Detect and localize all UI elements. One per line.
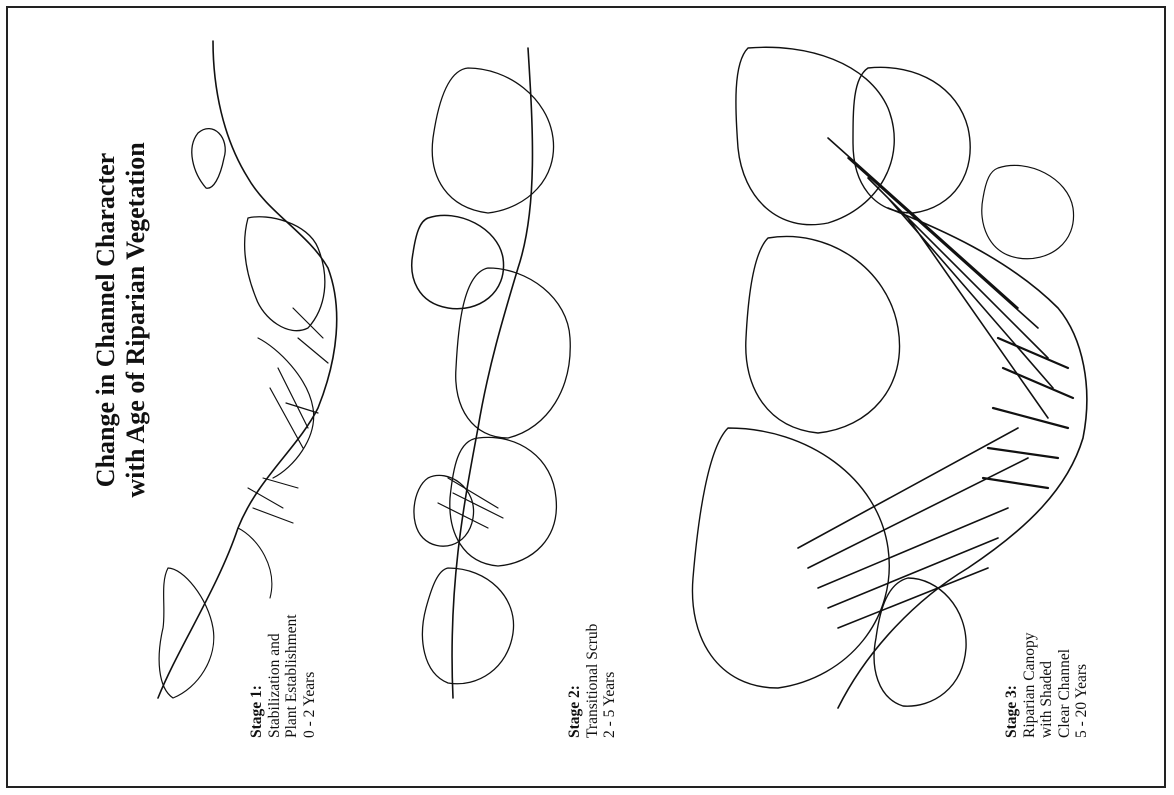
stage-2-caption: Stage 2: Transitional Scrub 2 - 5 Years	[566, 624, 619, 738]
stage-1-line-3: 0 - 2 Years	[301, 614, 319, 738]
stage-3-line-1: Riparian Canopy	[1021, 633, 1039, 738]
stage-3-label: Stage 3:	[1003, 633, 1021, 738]
stage-3-line-3: Clear Channel	[1056, 633, 1074, 738]
stage-2-line-1: Transitional Scrub	[584, 624, 602, 738]
stage-1-caption: Stage 1: Stabilization and Plant Establi…	[248, 614, 318, 738]
stage-3-caption: Stage 3: Riparian Canopy with Shaded Cle…	[1003, 633, 1091, 738]
stage-2-label: Stage 2:	[566, 624, 584, 738]
stage-1-line-1: Stabilization and	[266, 614, 284, 738]
stage-2-line-2: 2 - 5 Years	[601, 624, 619, 738]
stage-1-line-2: Plant Establishment	[283, 614, 301, 738]
stage-3-line-2: with Shaded	[1038, 633, 1056, 738]
stage-1-label: Stage 1:	[248, 614, 266, 738]
figure-frame: Change in Channel Character with Age of …	[6, 6, 1166, 788]
stage-3-line-4: 5 - 20 Years	[1073, 633, 1091, 738]
